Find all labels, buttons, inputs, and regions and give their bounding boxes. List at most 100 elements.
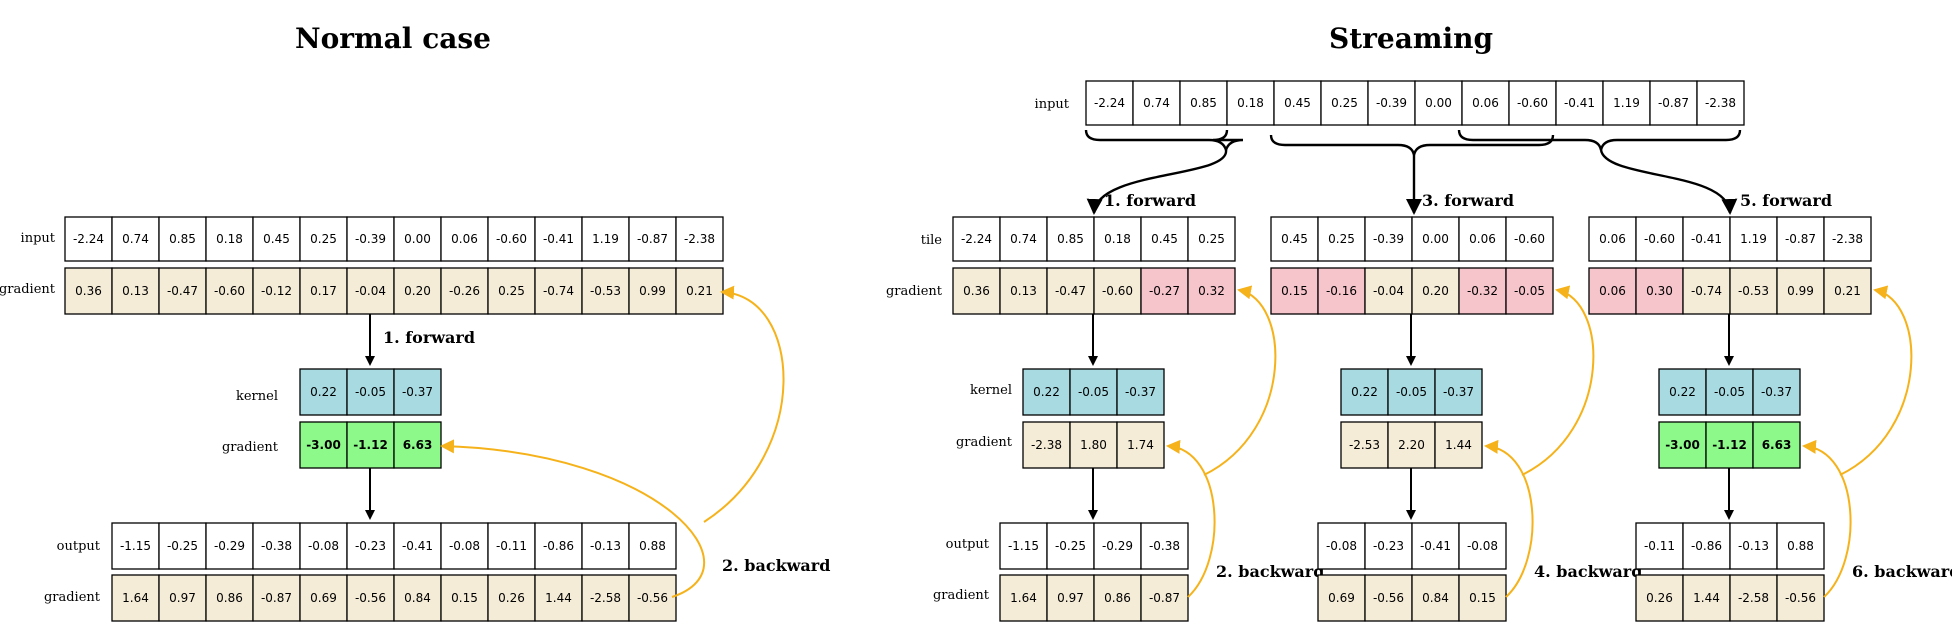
streaming-output-gradient-3-value-3: -0.56 [1785, 591, 1816, 605]
normal-kernel-gradient-cell-2 [393, 421, 442, 469]
normal-output-value-0: -1.15 [120, 539, 151, 553]
streaming-tile-3-value-1: -0.60 [1644, 232, 1675, 246]
streaming-tile-2-cell-0 [1270, 216, 1319, 262]
normal-input-cell-11 [581, 216, 630, 262]
streaming-input-value-12: -0.87 [1658, 96, 1689, 110]
normal-kernel-row: 0.22-0.05-0.37 [299, 368, 442, 416]
streaming-tile-3-cell-3 [1729, 216, 1778, 262]
streaming-kernel-1-value-2: -0.37 [1125, 385, 1156, 399]
streaming-input-cell-0 [1085, 80, 1134, 126]
normal-input-value-7: 0.00 [404, 232, 431, 246]
normal-input-gradient-value-10: -0.74 [543, 284, 574, 298]
streaming-kernel-gradient-label: gradient [956, 435, 1013, 450]
normal-input-gradient-value-5: 0.17 [310, 284, 337, 298]
normal-output-gradient-value-1: 0.97 [169, 591, 196, 605]
normal-input-gradient-value-1: 0.13 [122, 284, 149, 298]
normal-input-gradient-value-4: -0.12 [261, 284, 292, 298]
normal-output-value-5: -0.23 [355, 539, 386, 553]
normal-input-gradient-value-8: -0.26 [449, 284, 480, 298]
streaming-input-value-11: 1.19 [1613, 96, 1640, 110]
normal-output-gradient-cell-8 [487, 574, 536, 622]
normal-output-gradient-value-0: 1.64 [122, 591, 149, 605]
streaming-output-3-value-2: -0.13 [1738, 539, 1769, 553]
streaming-input-value-1: 0.74 [1143, 96, 1170, 110]
normal-output-gradient-value-5: -0.56 [355, 591, 386, 605]
normal-input-value-12: -0.87 [637, 232, 668, 246]
streaming-kernel-2-cell-2 [1434, 368, 1483, 416]
streaming-output-1-value-2: -0.29 [1102, 539, 1133, 553]
normal-input-cell-7 [393, 216, 442, 262]
streaming-output-gradient-2-value-2: 0.84 [1422, 591, 1449, 605]
normal-input-gradient-cell-4 [252, 267, 301, 315]
normal-kernel-cell-2 [393, 368, 442, 416]
normal-output-gradient-cell-11 [628, 574, 677, 622]
streaming-tile-3-cell-5 [1823, 216, 1872, 262]
streaming-output-gradient-2-value-1: -0.56 [1373, 591, 1404, 605]
streaming-kernel-gradient-1-value-0: -2.38 [1031, 438, 1062, 452]
streaming-backward-label-1: 2. backward [1216, 562, 1324, 581]
normal-kernel-gradient-cell-1 [346, 421, 395, 469]
normal-input-gradient-cell-13 [675, 267, 724, 315]
streaming-tile-2-value-0: 0.45 [1281, 232, 1308, 246]
normal-kernel-label: kernel [236, 389, 278, 404]
normal-kernel-gradient-value-0: -3.00 [306, 438, 341, 452]
normal-output-cell-6 [393, 522, 442, 570]
streaming-tile-gradient-3-cell-4 [1776, 267, 1825, 315]
streaming-tile-gradient-2-value-0: 0.15 [1281, 284, 1308, 298]
normal-case-title: Normal case [295, 22, 491, 55]
normal-kernel-gradient-cell-0 [299, 421, 348, 469]
streaming-tile-gradient-3-value-5: 0.21 [1834, 284, 1861, 298]
normal-input-cell-2 [158, 216, 207, 262]
streaming-kernel-3-value-2: -0.37 [1761, 385, 1792, 399]
normal-input-gradient-cell-8 [440, 267, 489, 315]
normal-input-value-10: -0.41 [543, 232, 574, 246]
normal-output-gradient-value-2: 0.86 [216, 591, 243, 605]
streaming-forward-arrow-5 [1599, 149, 1738, 215]
normal-output-cell-11 [628, 522, 677, 570]
normal-output-gradient-cell-7 [440, 574, 489, 622]
streaming-output-2-cell-0 [1317, 522, 1366, 570]
streaming-input-cell-13 [1696, 80, 1745, 126]
streaming-input-value-5: 0.25 [1331, 96, 1358, 110]
streaming-output-1-cell-2 [1093, 522, 1142, 570]
streaming-output-gradient-3-value-1: 1.44 [1693, 591, 1720, 605]
normal-input-cell-5 [299, 216, 348, 262]
normal-input-gradient-value-12: 0.99 [639, 284, 666, 298]
normal-input-cell-6 [346, 216, 395, 262]
streaming-tile-1-value-1: 0.74 [1010, 232, 1037, 246]
streaming-output-gradient-3-cell-2 [1729, 574, 1778, 622]
normal-kernel-value-2: -0.37 [402, 385, 433, 399]
streaming-output-gradient-1-value-2: 0.86 [1104, 591, 1131, 605]
normal-input-gradient-value-3: -0.60 [214, 284, 245, 298]
streaming-output-2-value-1: -0.23 [1373, 539, 1404, 553]
streaming-tile-3-value-5: -2.38 [1832, 232, 1863, 246]
streaming-tile-2-value-1: 0.25 [1328, 232, 1355, 246]
streaming-kernel-gradient-1-value-1: 1.80 [1080, 438, 1107, 452]
streaming-tile-gradient-1-value-2: -0.47 [1055, 284, 1086, 298]
normal-input-value-0: -2.24 [73, 232, 104, 246]
streaming-kernel-gradient-1-cell-0 [1022, 421, 1071, 469]
streaming-output-1-value-0: -1.15 [1008, 539, 1039, 553]
normal-input-value-13: -2.38 [684, 232, 715, 246]
streaming-tile-2-cell-1 [1317, 216, 1366, 262]
normal-output-gradient-cell-6 [393, 574, 442, 622]
normal-output-gradient-cell-1 [158, 574, 207, 622]
streaming-backward-arrow-kernel-1 [1166, 439, 1216, 598]
normal-forward-label: 1. forward [383, 328, 475, 347]
normal-output-gradient-value-6: 0.84 [404, 591, 431, 605]
streaming-backward-arrow-kernel-2 [1484, 439, 1534, 598]
streaming-brace-1 [1084, 129, 1244, 155]
streaming-output-3-value-0: -0.11 [1644, 539, 1675, 553]
streaming-tile-1-value-3: 0.18 [1104, 232, 1131, 246]
normal-output-cell-9 [534, 522, 583, 570]
streaming-tile-gradient-3-value-2: -0.74 [1691, 284, 1722, 298]
streaming-input-cell-6 [1367, 80, 1416, 126]
normal-input-cell-1 [111, 216, 160, 262]
normal-backward-arrow-to-kernel [440, 439, 705, 598]
